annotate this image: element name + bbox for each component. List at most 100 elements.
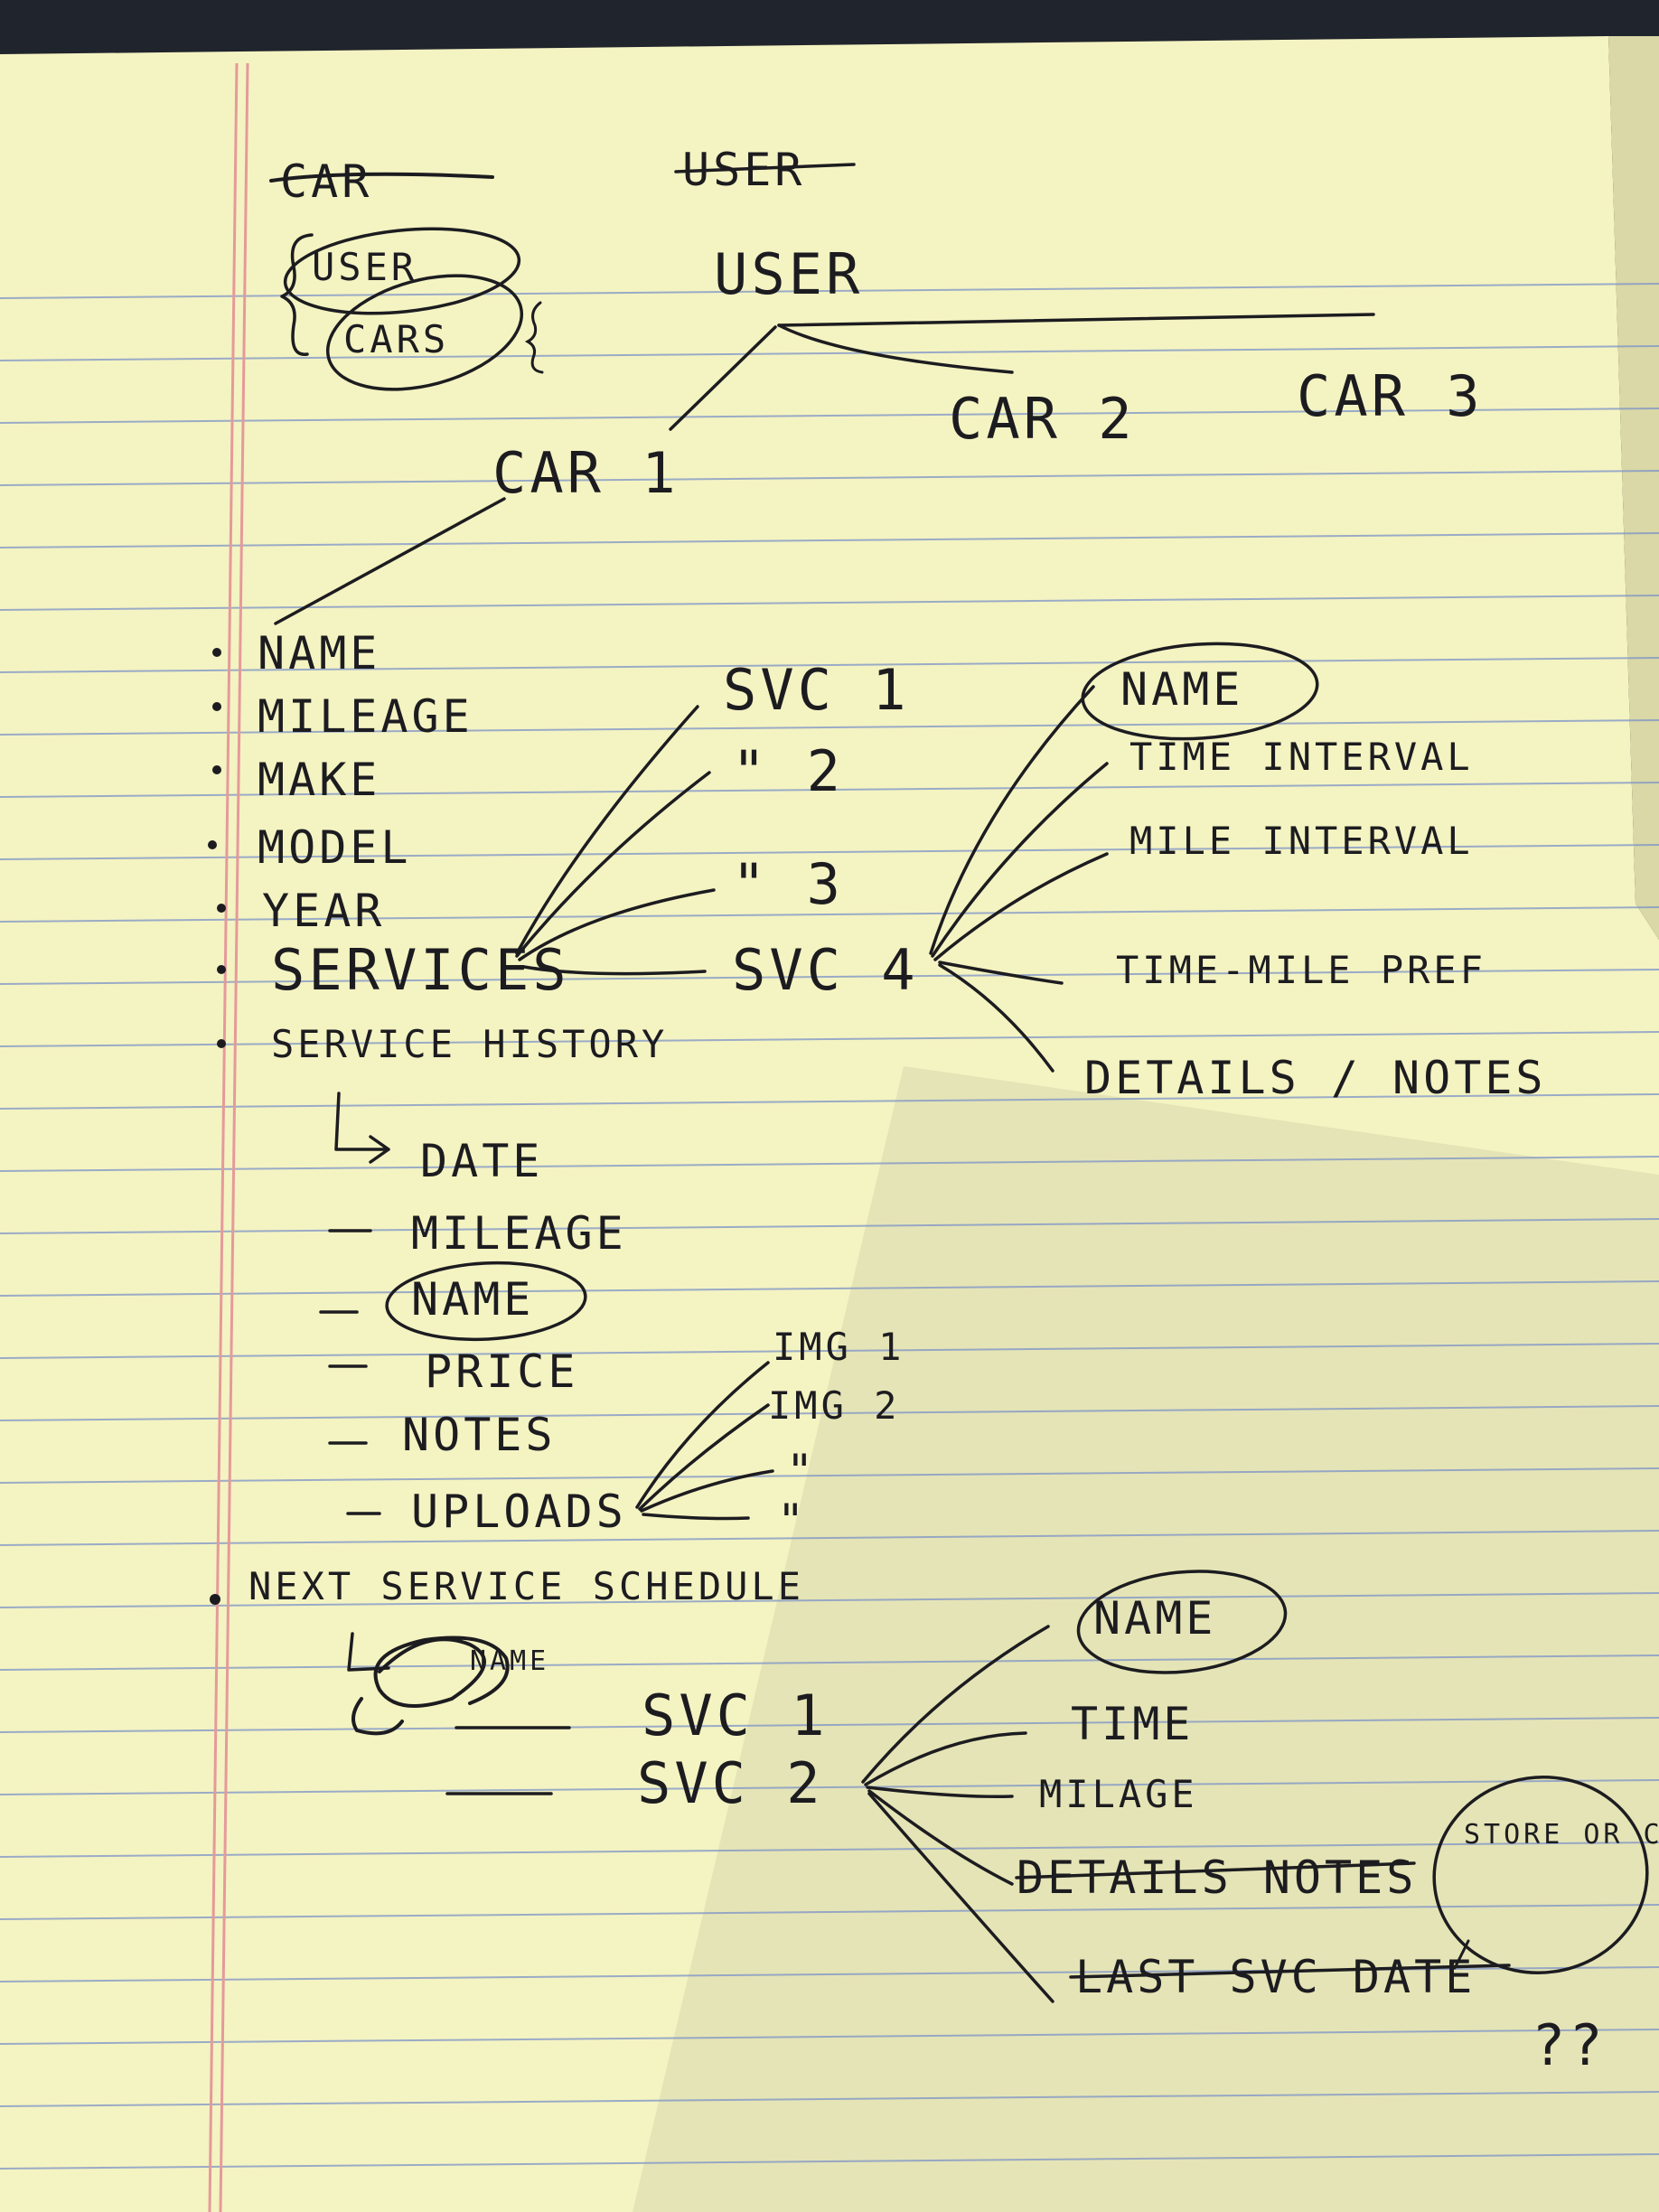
- question-marks: ??: [1532, 2012, 1607, 2078]
- car-strikethrough: [269, 172, 494, 183]
- user-label: USER: [714, 241, 863, 307]
- upload-img2: IMG 2: [768, 1383, 900, 1428]
- history-price: PRICE: [425, 1345, 579, 1398]
- detail-details-notes: DETAILS / NOTES: [1084, 1052, 1547, 1104]
- bullet-name: [212, 648, 221, 657]
- next-detail-time: TIME: [1071, 1698, 1194, 1750]
- detail-time-interval: TIME INTERVAL: [1129, 735, 1474, 779]
- rule-line: [0, 408, 1659, 424]
- cars-circle: [325, 274, 524, 391]
- svc2-to-milage-line: [866, 1786, 1014, 1799]
- rule-line: [0, 719, 1659, 736]
- uploads-to-4-line: [642, 1513, 750, 1521]
- store-or-calculate-note: STORE OR CALCULATE: [1464, 1819, 1659, 1851]
- user-circle: [283, 227, 521, 315]
- next-service-heading: NEXT SERVICE SCHEDULE: [248, 1564, 804, 1608]
- rule-line: [0, 1779, 1659, 1795]
- brace-cars-label: CARS: [343, 317, 449, 361]
- svc-3-label: " 3: [732, 851, 844, 917]
- rule-line: [0, 1654, 1659, 1671]
- field-model: MODEL: [258, 821, 412, 874]
- margin-line-2: [219, 62, 249, 2212]
- car2-label: CAR 2: [949, 386, 1136, 452]
- struck-car-label: CAR: [280, 155, 372, 208]
- detail-name: NAME: [1120, 663, 1243, 716]
- bullet-model: [208, 840, 217, 849]
- svc4-to-time-interval-line: [931, 762, 1109, 958]
- bullet-mileage: [212, 702, 221, 711]
- details-notes-strikethrough: [1015, 1861, 1416, 1879]
- rule-line: [0, 1842, 1659, 1858]
- rule-line: [0, 1280, 1659, 1297]
- paper-shadow: [633, 1066, 1659, 2212]
- detail-time-mile-pref: TIME-MILE PREF: [1116, 948, 1486, 992]
- uploads-to-3-line: [640, 1469, 774, 1513]
- bullet-service-history: [217, 1039, 226, 1048]
- rule-line: [0, 2153, 1659, 2170]
- services-to-svc1-line: [515, 705, 699, 955]
- svc4-to-name-line: [929, 685, 1095, 955]
- svc2-to-details-line: [867, 1789, 1014, 1886]
- car3-label: CAR 3: [1297, 363, 1484, 429]
- history-name: NAME: [411, 1273, 534, 1326]
- rule-line: [0, 1031, 1659, 1047]
- store-calc-circle: [1432, 1776, 1649, 1974]
- svc-2-label: " 2: [732, 738, 844, 804]
- user-strikethrough: [674, 163, 856, 173]
- services-to-svc4-line: [522, 965, 707, 976]
- rule-line: [0, 1156, 1659, 1172]
- field-mileage: MILEAGE: [258, 690, 473, 743]
- rule-line: [0, 2091, 1659, 2107]
- next-detail-details-notes: DETAILS NOTES: [1017, 1851, 1417, 1904]
- upload-4: ": [777, 1495, 808, 1547]
- rule-line: [0, 1343, 1659, 1359]
- next-svc2: SVC 2: [637, 1750, 824, 1816]
- field-year: YEAR: [262, 885, 385, 937]
- bullet-year: [217, 904, 226, 913]
- next-detail-last-svc-date: LAST SVC DATE: [1075, 1951, 1476, 2003]
- svc4-to-details-line: [938, 963, 1054, 1073]
- history-mileage: MILEAGE: [411, 1207, 627, 1260]
- store-calc-pointer: [1453, 1939, 1470, 1970]
- bullet-next-service: [210, 1594, 220, 1605]
- next-detail-name: NAME: [1093, 1592, 1216, 1645]
- svc2-to-last-svc-line: [867, 1792, 1054, 2003]
- legal-pad-paper: [0, 36, 1659, 2212]
- user-to-car2-line: [777, 323, 1014, 374]
- upload-3: ": [786, 1445, 817, 1497]
- uploads-to-img2-line: [638, 1403, 770, 1511]
- next-detail-name-circle: [1076, 1570, 1288, 1674]
- rule-line: [0, 1093, 1659, 1110]
- scribble-out: [351, 1636, 510, 1736]
- rule-line: [0, 1717, 1659, 1733]
- small-brace: [524, 301, 544, 374]
- brace-user-label: USER: [312, 245, 417, 289]
- svc4-to-mile-interval-line: [933, 852, 1109, 961]
- rule-line: [0, 844, 1659, 860]
- left-brace-top: [280, 233, 314, 356]
- rule-line: [0, 470, 1659, 486]
- svc4-to-pref-line: [938, 961, 1064, 985]
- next-detail-milage: MILAGE: [1039, 1772, 1198, 1816]
- bullet-make: [212, 765, 221, 774]
- svc2-to-time-line: [864, 1731, 1027, 1786]
- field-services: SERVICES: [271, 937, 570, 1003]
- rule-line: [0, 2029, 1659, 2045]
- rule-line: [0, 969, 1659, 985]
- rule-line: [0, 782, 1659, 798]
- rule-line: [0, 1904, 1659, 1920]
- uploads-to-img1-line: [635, 1361, 770, 1509]
- rule-line: [0, 906, 1659, 923]
- history-date: DATE: [420, 1135, 543, 1187]
- services-to-svc2-line: [515, 771, 711, 958]
- svc-1-label: SVC 1: [723, 657, 910, 723]
- car-fields-list: NAME MILEAGE MAKE MODEL YEAR SERVICES SE…: [208, 627, 664, 1066]
- detail-name-circle: [1081, 642, 1319, 741]
- field-name: NAME: [258, 627, 380, 680]
- rule-line: [0, 1405, 1659, 1421]
- history-notes: NOTES: [402, 1409, 557, 1461]
- paper-fold-shadow: [1608, 36, 1659, 940]
- car1-label: CAR 1: [492, 440, 680, 506]
- services-to-svc3-line: [518, 888, 716, 961]
